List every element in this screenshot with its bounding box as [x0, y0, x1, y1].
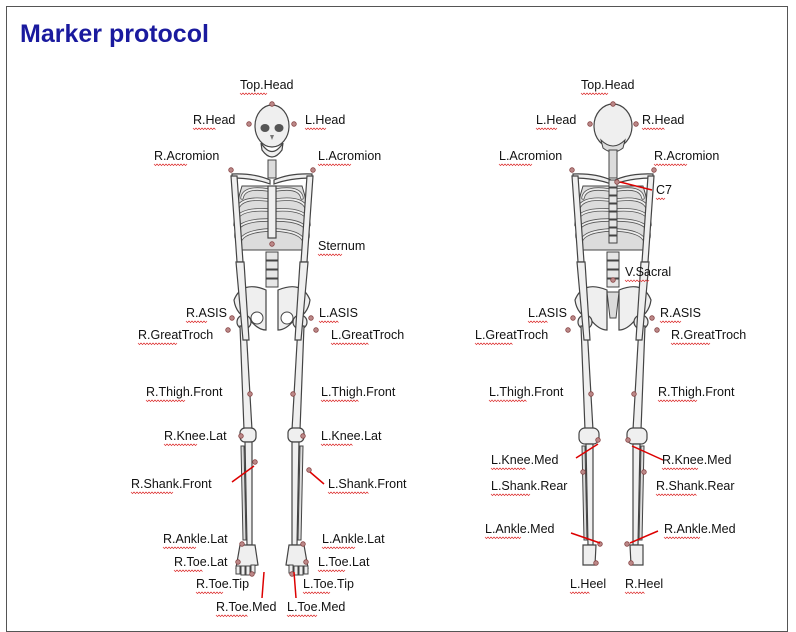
label-front-l-knee-lat: L.Knee.Lat [321, 429, 382, 443]
arrow-l-toe-med [294, 572, 296, 598]
spellcheck-underline [163, 547, 196, 549]
spellcheck-underline [321, 444, 353, 446]
spellcheck-underline [581, 93, 608, 95]
spellcheck-underline [671, 343, 710, 345]
label-back-v-sacral: V.Sacral [625, 265, 671, 279]
spellcheck-underline [485, 537, 521, 539]
label-front-r-shank-front: R.Shank.Front [131, 477, 212, 491]
label-back-l-acromion: L.Acromion [499, 149, 562, 163]
label-back-l-asis: L.ASIS [528, 306, 567, 320]
label-front-l-toe-med: L.Toe.Med [287, 600, 345, 614]
label-front-sternum: Sternum [318, 239, 365, 253]
spellcheck-underline [658, 400, 697, 402]
label-front-r-toe-tip: R.Toe.Tip [196, 577, 249, 591]
label-back-r-knee-med: R.Knee.Med [662, 453, 732, 467]
arrow-r-toe-med [262, 572, 264, 598]
label-back-c7: C7 [656, 183, 672, 197]
label-front-l-acromion: L.Acromion [318, 149, 381, 163]
back-skeleton-figure [572, 104, 654, 565]
label-back-l-shank-rear: L.Shank.Rear [491, 479, 567, 493]
spellcheck-underline [499, 164, 532, 166]
label-back-r-heel: R.Heel [625, 577, 663, 591]
label-front-top-head: Top.Head [240, 78, 294, 92]
spellcheck-underline [491, 468, 526, 470]
spellcheck-underline [528, 321, 548, 323]
spellcheck-underline [656, 494, 697, 496]
spellcheck-underline [489, 400, 527, 402]
arrow-l-shank-front [310, 472, 324, 484]
spellcheck-underline [475, 343, 513, 345]
spellcheck-underline [318, 254, 342, 256]
front-skeleton-figure [231, 105, 313, 575]
spellcheck-underline [321, 400, 359, 402]
spellcheck-underline [305, 128, 326, 130]
spellcheck-underline [642, 128, 665, 130]
label-front-l-head: L.Head [305, 113, 345, 127]
spellcheck-underline [664, 537, 700, 539]
label-front-r-ankle-lat: R.Ankle.Lat [163, 532, 228, 546]
spellcheck-underline [138, 343, 177, 345]
spellcheck-underline [216, 615, 248, 617]
label-back-r-acromion: R.Acromion [654, 149, 719, 163]
spellcheck-underline [654, 164, 687, 166]
spellcheck-underline [193, 128, 216, 130]
spellcheck-underline [196, 592, 223, 594]
label-back-r-asis: R.ASIS [660, 306, 701, 320]
spellcheck-underline [570, 592, 590, 594]
label-back-top-head: Top.Head [581, 78, 635, 92]
spellcheck-underline [331, 343, 369, 345]
label-back-l-greattroch: L.GreatTroch [475, 328, 548, 342]
spellcheck-underline [318, 570, 345, 572]
label-back-r-head: R.Head [642, 113, 684, 127]
label-front-r-greattroch: R.GreatTroch [138, 328, 213, 342]
label-back-l-thigh-front: L.Thigh.Front [489, 385, 564, 399]
label-front-r-acromion: R.Acromion [154, 149, 219, 163]
spellcheck-underline [154, 164, 187, 166]
spellcheck-underline [662, 468, 698, 470]
label-back-r-thigh-front: R.Thigh.Front [658, 385, 735, 399]
label-back-r-ankle-med: R.Ankle.Med [664, 522, 736, 536]
label-back-r-greattroch: R.GreatTroch [671, 328, 746, 342]
spellcheck-underline [491, 494, 530, 496]
label-front-r-toe-med: R.Toe.Med [216, 600, 276, 614]
label-front-l-thigh-front: L.Thigh.Front [321, 385, 396, 399]
label-back-l-knee-med: L.Knee.Med [491, 453, 558, 467]
label-front-l-ankle-lat: L.Ankle.Lat [322, 532, 385, 546]
spellcheck-underline [164, 444, 197, 446]
spellcheck-underline [131, 492, 173, 494]
spellcheck-underline [303, 592, 330, 594]
spellcheck-underline [328, 492, 369, 494]
label-front-r-thigh-front: R.Thigh.Front [146, 385, 223, 399]
spellcheck-underline [322, 547, 355, 549]
label-back-l-heel: L.Heel [570, 577, 606, 591]
label-front-l-greattroch: L.GreatTroch [331, 328, 404, 342]
label-front-l-shank-front: L.Shank.Front [328, 477, 407, 491]
spellcheck-underline [287, 615, 317, 617]
spellcheck-underline [536, 128, 557, 130]
label-front-r-head: R.Head [193, 113, 235, 127]
spellcheck-underline [625, 592, 645, 594]
label-back-l-head: L.Head [536, 113, 576, 127]
spellcheck-underline [174, 570, 203, 572]
front-labels: Top.Head R.Head L.Head R.Acromion L.Acro… [131, 78, 407, 617]
label-front-l-toe-tip: L.Toe.Tip [303, 577, 354, 591]
label-front-r-asis: R.ASIS [186, 306, 227, 320]
spellcheck-underline [660, 321, 681, 323]
spellcheck-underline [656, 198, 665, 200]
label-front-l-asis: L.ASIS [319, 306, 358, 320]
label-front-l-toe-lat: L.Toe.Lat [318, 555, 370, 569]
spellcheck-underline [318, 164, 351, 166]
label-front-r-knee-lat: R.Knee.Lat [164, 429, 227, 443]
label-back-r-shank-rear: R.Shank.Rear [656, 479, 735, 493]
label-front-r-toe-lat: R.Toe.Lat [174, 555, 228, 569]
spellcheck-underline [186, 321, 207, 323]
spellcheck-underline [240, 93, 267, 95]
spellcheck-underline [319, 321, 339, 323]
label-back-l-ankle-med: L.Ankle.Med [485, 522, 555, 536]
spellcheck-underline [146, 400, 185, 402]
